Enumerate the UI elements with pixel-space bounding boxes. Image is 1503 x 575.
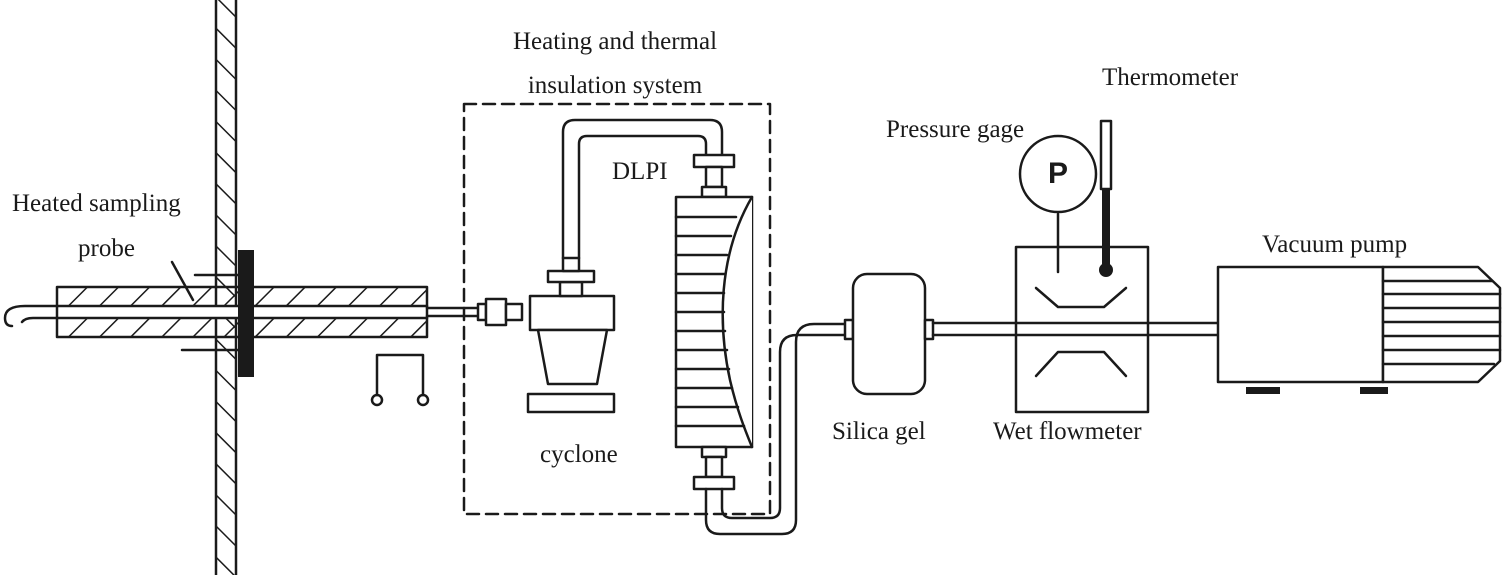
vacuum-pump-label: Vacuum pump [1262,231,1408,258]
silica-gel-container [843,272,935,396]
thermometer-label: Thermometer [1102,64,1239,91]
dlpi-label: DLPI [612,158,668,185]
probe-label-line2: probe [78,235,135,262]
vacuum-pump [1216,265,1502,394]
heating-system-label-line1: Heating and thermal [512,28,718,55]
dlpi-to-silica-tube [704,322,847,536]
heating-insulation-enclosure [462,102,772,516]
sampling-line [425,297,524,327]
cyclone-to-dlpi-tube [561,118,724,260]
heating-system-label-line2: insulation system [527,72,703,99]
pressure-symbol: P [1047,157,1068,190]
cyclone [526,256,616,414]
heater-terminals-icon [370,353,430,407]
pressure-gage-label: Pressure gage [886,116,1025,143]
pressure-gage-icon [1018,134,1098,214]
dlpi-impactor [674,153,754,491]
thermometer-icon [1099,119,1113,191]
probe-label-line1: Heated sampling [12,190,181,217]
gas-line [931,321,1220,337]
cyclone-label: cyclone [540,441,618,468]
heated-sampling-probe [3,250,429,377]
wet-flowmeter [1014,186,1150,414]
silica-gel-label: Silica gel [832,418,926,445]
wet-flowmeter-label: Wet flowmeter [993,418,1142,445]
